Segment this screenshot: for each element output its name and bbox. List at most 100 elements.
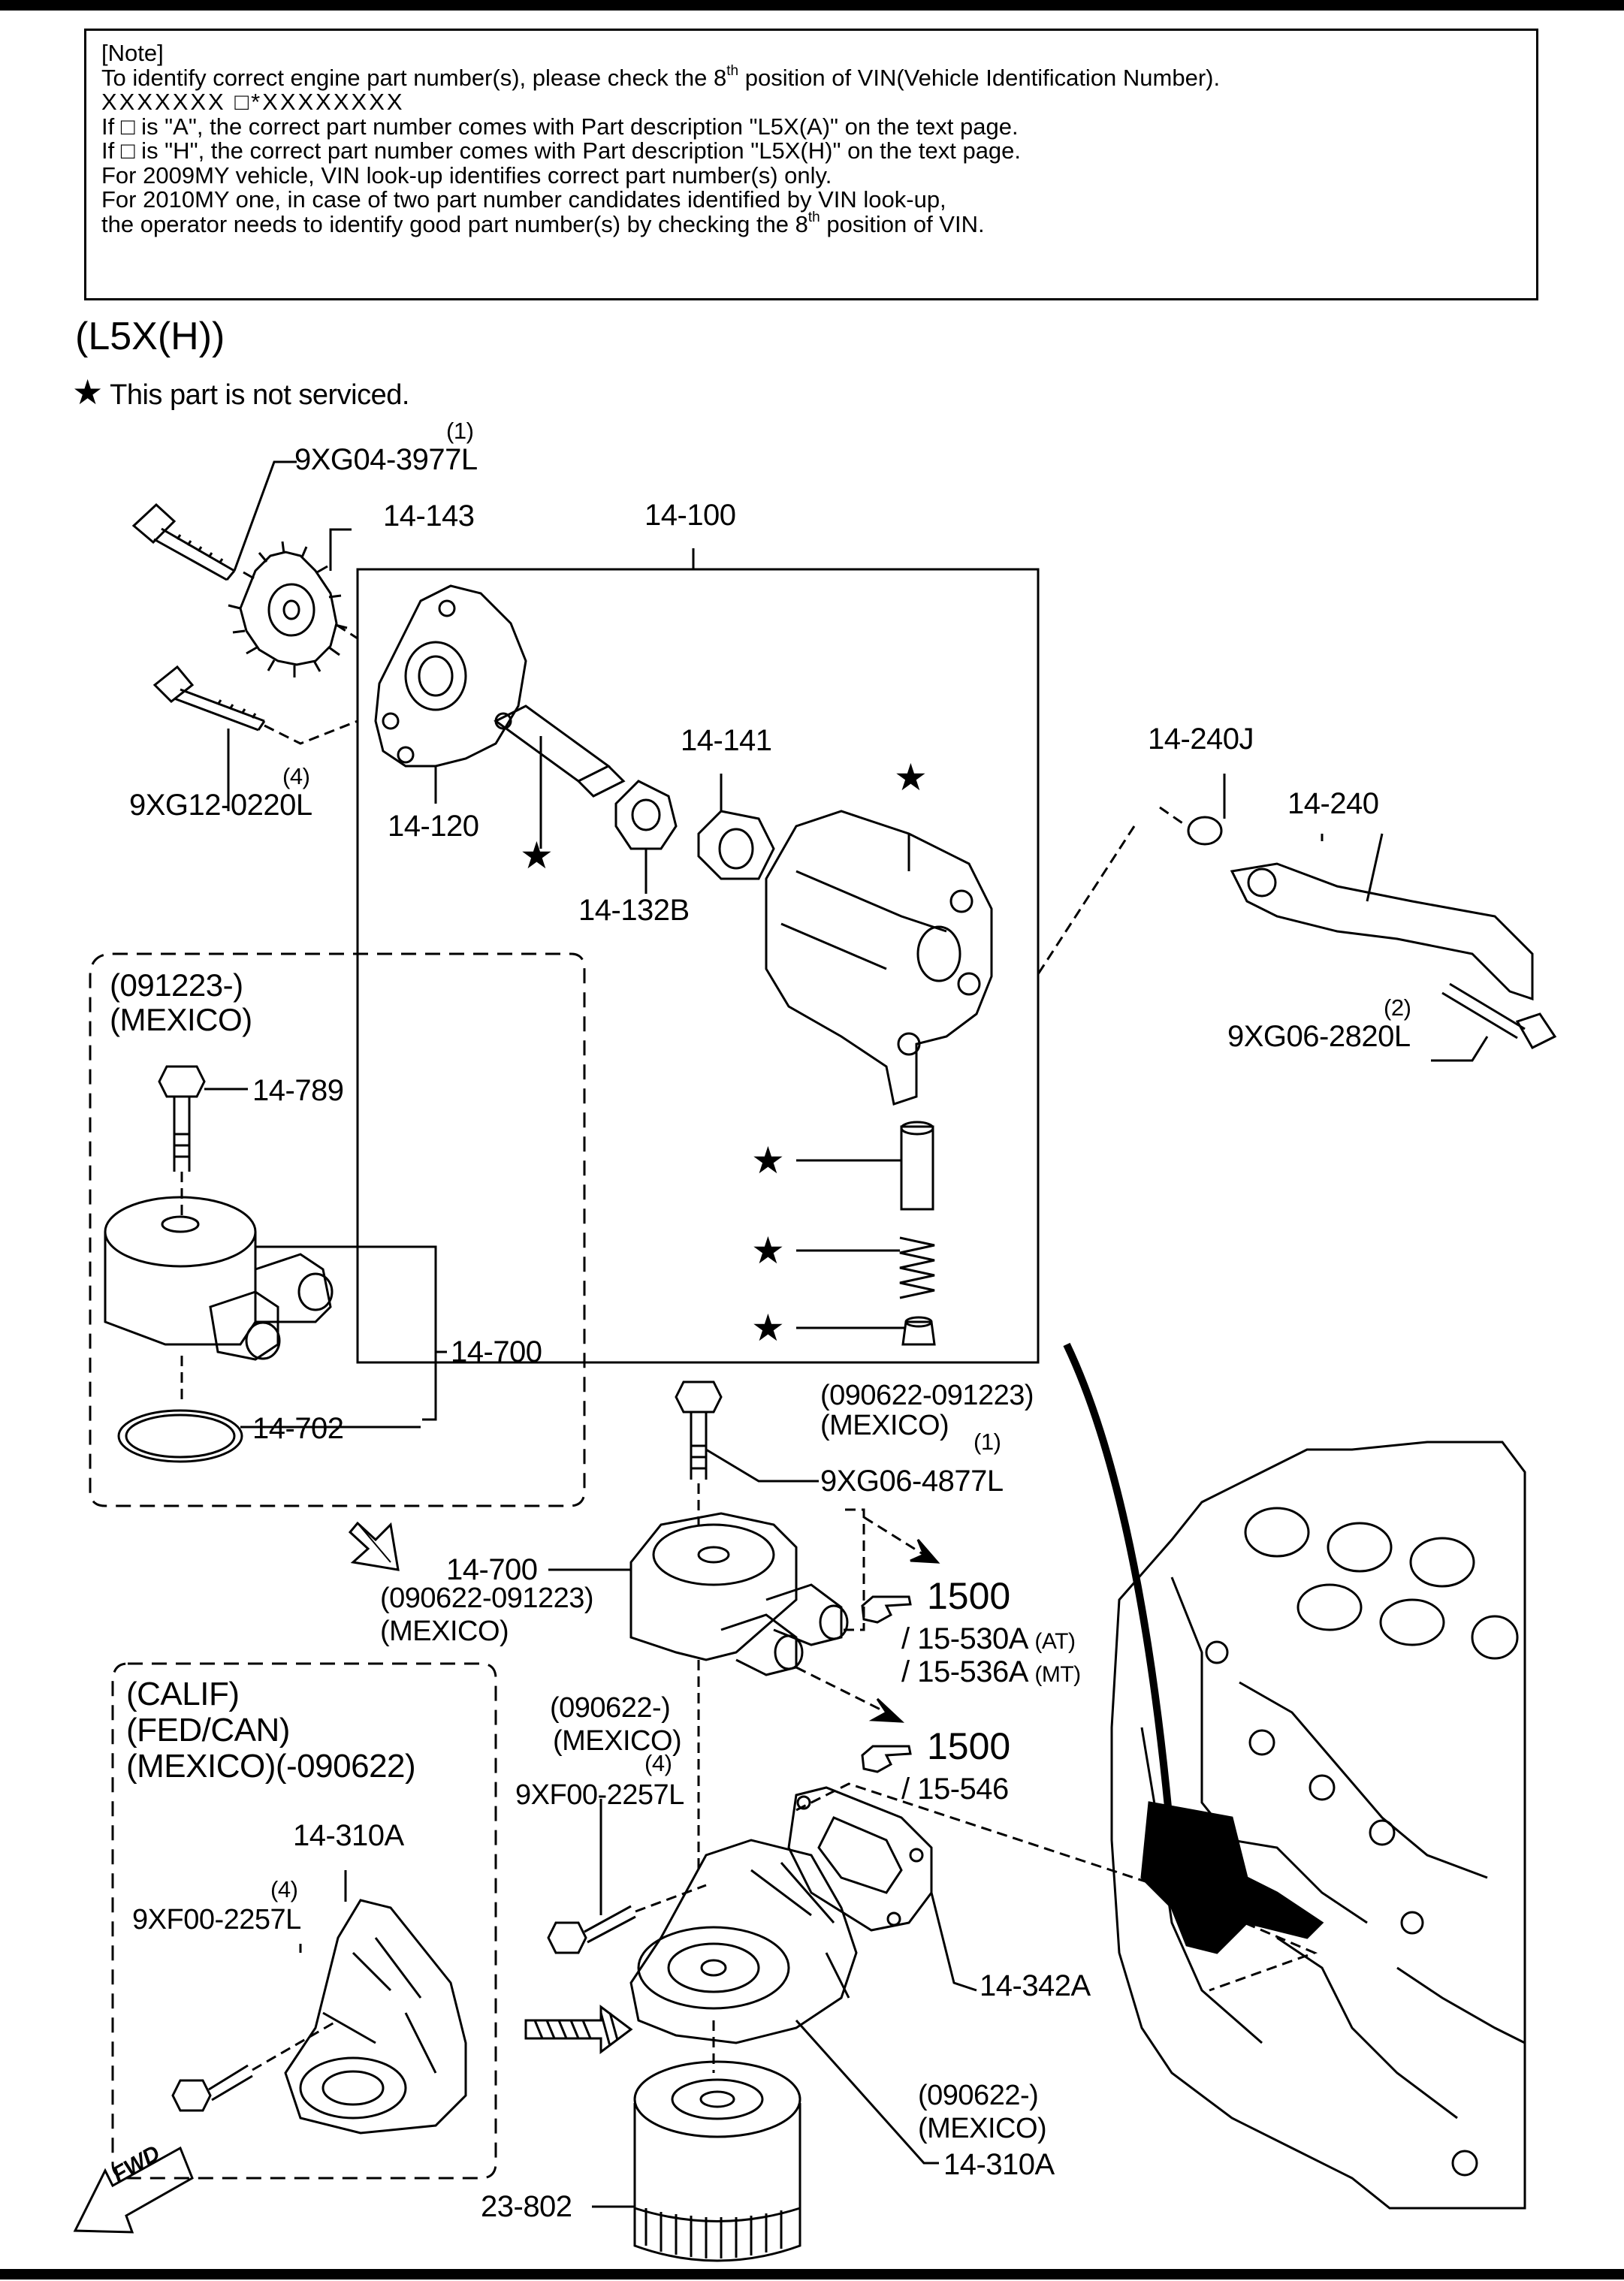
- not-serviced-legend: ★ This part is not serviced.: [72, 373, 409, 412]
- bolt-sprocket-shape: [131, 502, 236, 581]
- strainer-shape: [1230, 833, 1534, 1001]
- bracket-gasket-shape: [787, 1786, 933, 1932]
- group-mexico-new-region: (MEXICO): [110, 1002, 252, 1037]
- cooler-bolt-a-label: 14-789: [252, 1074, 344, 1107]
- note-vin-pattern: XXXXXXX □*XXXXXXXX: [101, 89, 405, 115]
- hatched-arrow-right: [524, 2005, 633, 2054]
- bolt-bracket-b-qty: (4): [270, 1876, 298, 1902]
- oil-filter-shape: [633, 2060, 801, 2262]
- location-pointer: [1063, 1342, 1176, 1848]
- group-mexico-new-date: (091223-): [110, 967, 243, 1003]
- note-line-1: To identify correct engine part number(s…: [101, 63, 1221, 91]
- note-line-5: For 2009MY vehicle, VIN look-up identifi…: [101, 161, 832, 189]
- leader-dash-strainer: [1035, 806, 1188, 977]
- bolt-cooler-region: (MEXICO): [820, 1410, 949, 1441]
- bolt-cooler-date: (090622-091223): [820, 1380, 1034, 1411]
- not-serviced-star-icon: ★: [751, 1230, 785, 1272]
- group-calif-line-1: (CALIF): [126, 1676, 240, 1712]
- reference-1-section[interactable]: 1500: [927, 1575, 1011, 1617]
- bolt-bracket-a-qty: (4): [644, 1750, 672, 1776]
- shaft-shape: [494, 705, 626, 798]
- oil-cooler-a-shape: [104, 1196, 334, 1361]
- group-calif-line-2: (FED/CAN): [126, 1712, 290, 1748]
- note-line-4: If □ is "H", the correct part number com…: [101, 137, 1022, 164]
- not-serviced-star-icon: ★: [894, 756, 928, 798]
- oil-cooler-b-date: (090622-091223): [380, 1583, 594, 1614]
- inner-rotor-label: 14-141: [681, 724, 772, 757]
- hollow-arrow-up-left: [348, 1521, 400, 1571]
- pump-cover-shape: [374, 584, 527, 768]
- rotor-shaft-label: 14-132B: [578, 894, 690, 927]
- note-line-3: If □ is "A", the correct part number com…: [101, 113, 1019, 140]
- gasket-strainer-shape: [1187, 816, 1223, 846]
- top-rule: [0, 0, 1624, 11]
- filter-bracket-b-date: (090622-): [918, 2080, 1039, 2111]
- cooler-bolt-a-shape: [158, 1065, 206, 1172]
- not-serviced-star-icon: ★: [520, 834, 554, 876]
- sprocket-label: 14-143: [383, 499, 475, 533]
- strainer-gasket-label: 14-240J: [1148, 723, 1254, 756]
- reference-2-section[interactable]: 1500: [927, 1725, 1011, 1767]
- not-serviced-star-icon: ★: [751, 1307, 785, 1349]
- filter-bracket-b-region: (MEXICO): [918, 2113, 1047, 2144]
- filter-bracket-a-label: 14-310A: [293, 1819, 404, 1852]
- bolt-strainer-shape: [1441, 982, 1557, 1049]
- filter-bracket-b-label: 14-310A: [943, 2148, 1055, 2181]
- group-box-calif: [111, 1662, 497, 2180]
- bottom-rule: [0, 2269, 1624, 2279]
- pump-body-shape: [765, 810, 993, 1106]
- bolt-cooler-label: 9XG06-4877L: [820, 1465, 1004, 1498]
- relief-spring-shape: [899, 1236, 935, 1299]
- bracket-gasket-label: 14-342A: [980, 1969, 1091, 2002]
- bolt-strainer-label: 9XG06-2820L: [1227, 1020, 1411, 1053]
- note-line-6: For 2010MY one, in case of two part numb…: [101, 186, 946, 213]
- bolt-cooler-shape: [675, 1380, 723, 1480]
- bolt-bracket-a-shape: [547, 1905, 636, 1954]
- rotor-shaft-shape: [614, 780, 678, 850]
- oil-cooler-b-region: (MEXICO): [380, 1616, 509, 1647]
- bolt-sprocket-label: 9XG04-3977L: [294, 443, 478, 476]
- hand-pointer-shape-2: [861, 1745, 912, 1773]
- bolt-bracket-a-date: (090622-): [550, 1692, 671, 1724]
- bolt-sprocket-qty: (1): [446, 418, 474, 444]
- reference-2-line-1[interactable]: / 15-546: [901, 1773, 1009, 1806]
- bolt-bracket-a-label: 9XF00-2257L: [515, 1779, 684, 1811]
- engine-code-heading: (L5X(H)): [75, 315, 225, 358]
- bolt-pump-qty: (4): [282, 763, 310, 789]
- pump-cover-label: 14-120: [388, 810, 479, 843]
- reference-1-line-2[interactable]: / 15-536A (MT): [901, 1655, 1081, 1688]
- oil-filter-label: 23-802: [481, 2190, 572, 2223]
- oil-cooler-b-label: 14-700: [446, 1553, 538, 1586]
- bolt-cooler-qty: (1): [973, 1429, 1001, 1455]
- fwd-arrow-shape: [73, 2146, 194, 2234]
- bolt-pump-shape: [152, 665, 266, 732]
- note-line-7: the operator needs to identify good part…: [101, 210, 985, 237]
- pump-assembly-label: 14-100: [644, 499, 736, 532]
- hand-pointer-shape-1: [861, 1595, 912, 1624]
- note-box: [Note] To identify correct engine part n…: [84, 29, 1538, 300]
- relief-cap-shape: [901, 1316, 936, 1346]
- leader-dash-1: [336, 623, 358, 640]
- pump-assembly-frame: [356, 568, 1040, 1364]
- group-calif-line-3: (MEXICO)(-090622): [126, 1748, 416, 1785]
- sprocket-shape: [228, 541, 348, 677]
- o-ring-shape: [117, 1409, 243, 1463]
- oil-cooler-a-label: 14-700: [451, 1335, 542, 1368]
- bolt-bracket-b-shape: [171, 2064, 253, 2112]
- reference-1-line-1[interactable]: / 15-530A (AT): [901, 1622, 1076, 1655]
- bolt-strainer-qty: (2): [1384, 994, 1411, 1021]
- oil-cooler-b-shape: [629, 1512, 849, 1676]
- bolt-pump-label: 9XG12-0220L: [129, 789, 312, 822]
- relief-plunger-shape: [900, 1121, 934, 1211]
- inner-rotor-shape: [697, 810, 775, 880]
- note-title: [Note]: [101, 40, 164, 66]
- o-ring-label: 14-702: [252, 1412, 344, 1445]
- not-serviced-star-icon: ★: [751, 1139, 785, 1181]
- bolt-bracket-b-label: 9XF00-2257L: [132, 1904, 301, 1936]
- filter-bracket-a-shape: [284, 1899, 467, 2135]
- filter-bracket-b-shape: [629, 1839, 858, 2044]
- star-icon: ★: [72, 373, 103, 412]
- bolt-bracket-a-region: (MEXICO): [553, 1725, 682, 1757]
- strainer-label: 14-240: [1287, 787, 1379, 820]
